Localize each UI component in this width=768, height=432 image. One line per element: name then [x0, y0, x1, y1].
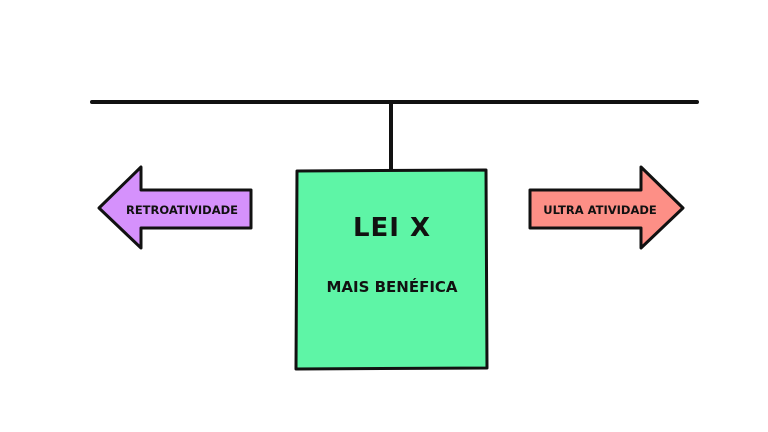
main-box-subtitle: MAIS BENÉFICA — [326, 277, 457, 296]
left-arrow[interactable]: RETROATIVIDADE — [97, 165, 253, 250]
right-arrow-label: ULTRA ATIVIDADE — [543, 203, 657, 217]
right-arrow[interactable]: ULTRA ATIVIDADE — [528, 165, 685, 250]
main-box[interactable]: LEI X MAIS BENÉFICA — [294, 168, 489, 371]
left-arrow-icon — [97, 165, 253, 250]
left-arrow-label: RETROATIVIDADE — [126, 203, 238, 217]
main-box-title: LEI X — [353, 213, 431, 243]
right-arrow-icon — [528, 165, 685, 250]
main-box-shape — [294, 168, 489, 371]
